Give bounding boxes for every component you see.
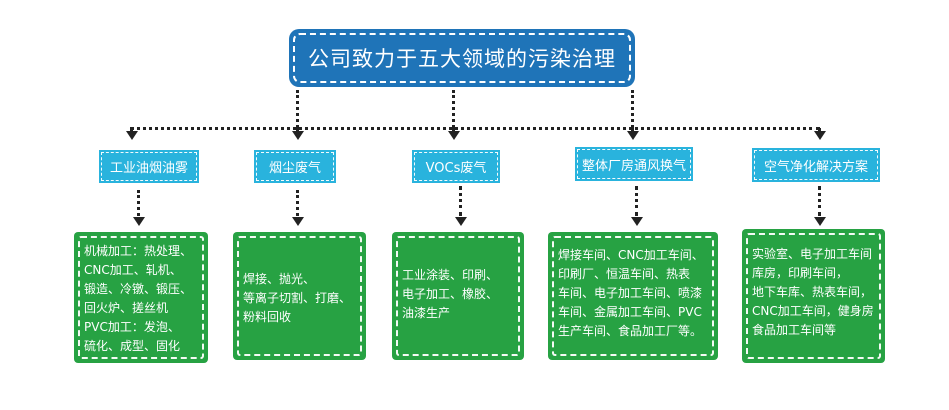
- connector-title-center: [452, 90, 455, 128]
- arrow-down-icon: [292, 217, 304, 226]
- diagram-title: 公司致力于五大领域的污染治理: [308, 47, 616, 71]
- detail-line: 工业涂装、印刷、: [402, 268, 499, 282]
- detail-line: PVC加工：发泡、: [84, 320, 180, 334]
- connector-cat-1: [137, 190, 140, 216]
- category-label: VOCs废气: [425, 161, 487, 176]
- arrow-down-icon: [627, 131, 639, 140]
- detail-line: 机械加工：热处理、: [84, 244, 193, 258]
- category-label: 空气净化解决方案: [763, 159, 868, 175]
- detail-box-1: 机械加工：热处理、 CNC加工、轧机、 锻造、冷镦、锻压、 回火炉、搓丝机 PV…: [74, 232, 208, 363]
- detail-line: 食品加工车间等: [752, 323, 837, 337]
- connector-title-right: [631, 90, 634, 128]
- detail-line: 焊接车间、CNC加工车间、: [558, 248, 704, 262]
- connector-drop-1: [130, 128, 133, 132]
- detail-box-2: 焊接、抛光、 等离子切割、打磨、 粉料回收: [233, 232, 366, 360]
- detail-line: 实验室、电子加工车间: [752, 247, 873, 261]
- detail-line: 库房，印刷车间，: [752, 266, 849, 280]
- detail-line: CNC加工车间，健身房: [752, 304, 874, 318]
- detail-text: 机械加工：热处理、 CNC加工、轧机、 锻造、冷镦、锻压、 回火炉、搓丝机 PV…: [84, 242, 200, 356]
- category-box-5: 空气净化解决方案: [752, 148, 880, 182]
- detail-line: 电子加工、橡胶、: [402, 287, 499, 301]
- category-box-3: VOCs废气: [412, 150, 500, 183]
- arrow-down-icon: [448, 131, 460, 140]
- connector-drop-4: [631, 128, 634, 132]
- arrow-down-icon: [631, 217, 643, 226]
- detail-box-5: 实验室、电子加工车间 库房，印刷车间， 地下车库、热表车间， CNC加工车间，健…: [742, 229, 885, 363]
- category-label: 烟尘废气: [268, 161, 321, 176]
- connector-drop-2: [296, 128, 299, 132]
- detail-text: 实验室、电子加工车间 库房，印刷车间， 地下车库、热表车间， CNC加工车间，健…: [752, 239, 877, 340]
- diagram-title-box: 公司致力于五大领域的污染治理: [289, 29, 635, 87]
- detail-line: 粉料回收: [243, 310, 292, 324]
- detail-line: 油漆生产: [402, 306, 451, 320]
- connector-bus: [130, 127, 820, 130]
- connector-cat-3: [459, 186, 462, 216]
- detail-line: 车间、电子加工车间、喷漆: [558, 286, 703, 300]
- detail-line: CNC加工、轧机、: [84, 263, 182, 277]
- detail-line: 锻造、冷镦、锻压、: [84, 282, 193, 296]
- detail-line: 地下车库、热表车间，: [752, 285, 873, 299]
- arrow-down-icon: [814, 217, 826, 226]
- detail-line: 回火炉、搓丝机: [84, 301, 169, 315]
- connector-title-left: [296, 90, 299, 128]
- detail-line: 生产车间、食品加工厂等。: [558, 324, 703, 338]
- connector-drop-3: [452, 128, 455, 132]
- category-label: 工业油烟油雾: [109, 161, 188, 176]
- detail-text: 工业涂装、印刷、 电子加工、橡胶、 油漆生产: [402, 242, 516, 323]
- detail-line: 车间、金属加工车间、PVC: [558, 305, 702, 319]
- detail-text: 焊接、抛光、 等离子切割、打磨、 粉料回收: [243, 242, 358, 327]
- detail-line: 焊接、抛光、: [243, 272, 316, 286]
- category-box-4: 整体厂房通风换气: [575, 147, 693, 181]
- detail-text: 焊接车间、CNC加工车间、 印刷厂、恒温车间、热表 车间、电子加工车间、喷漆 车…: [558, 242, 710, 341]
- arrow-down-icon: [292, 131, 304, 140]
- arrow-down-icon: [126, 131, 138, 140]
- connector-cat-4: [635, 186, 638, 216]
- arrow-down-icon: [133, 217, 145, 226]
- detail-box-4: 焊接车间、CNC加工车间、 印刷厂、恒温车间、热表 车间、电子加工车间、喷漆 车…: [548, 232, 718, 360]
- connector-cat-2: [296, 190, 299, 216]
- detail-box-3: 工业涂装、印刷、 电子加工、橡胶、 油漆生产: [392, 232, 524, 360]
- category-label: 整体厂房通风换气: [581, 158, 686, 174]
- category-box-1: 工业油烟油雾: [99, 150, 199, 183]
- detail-line: 印刷厂、恒温车间、热表: [558, 267, 691, 281]
- category-box-2: 烟尘废气: [254, 150, 336, 183]
- arrow-down-icon: [814, 131, 826, 140]
- arrow-down-icon: [455, 217, 467, 226]
- connector-drop-5: [818, 128, 821, 132]
- detail-line: 等离子切割、打磨、: [243, 291, 352, 305]
- detail-line: 硫化、成型、固化: [84, 339, 181, 353]
- connector-cat-5: [818, 186, 821, 216]
